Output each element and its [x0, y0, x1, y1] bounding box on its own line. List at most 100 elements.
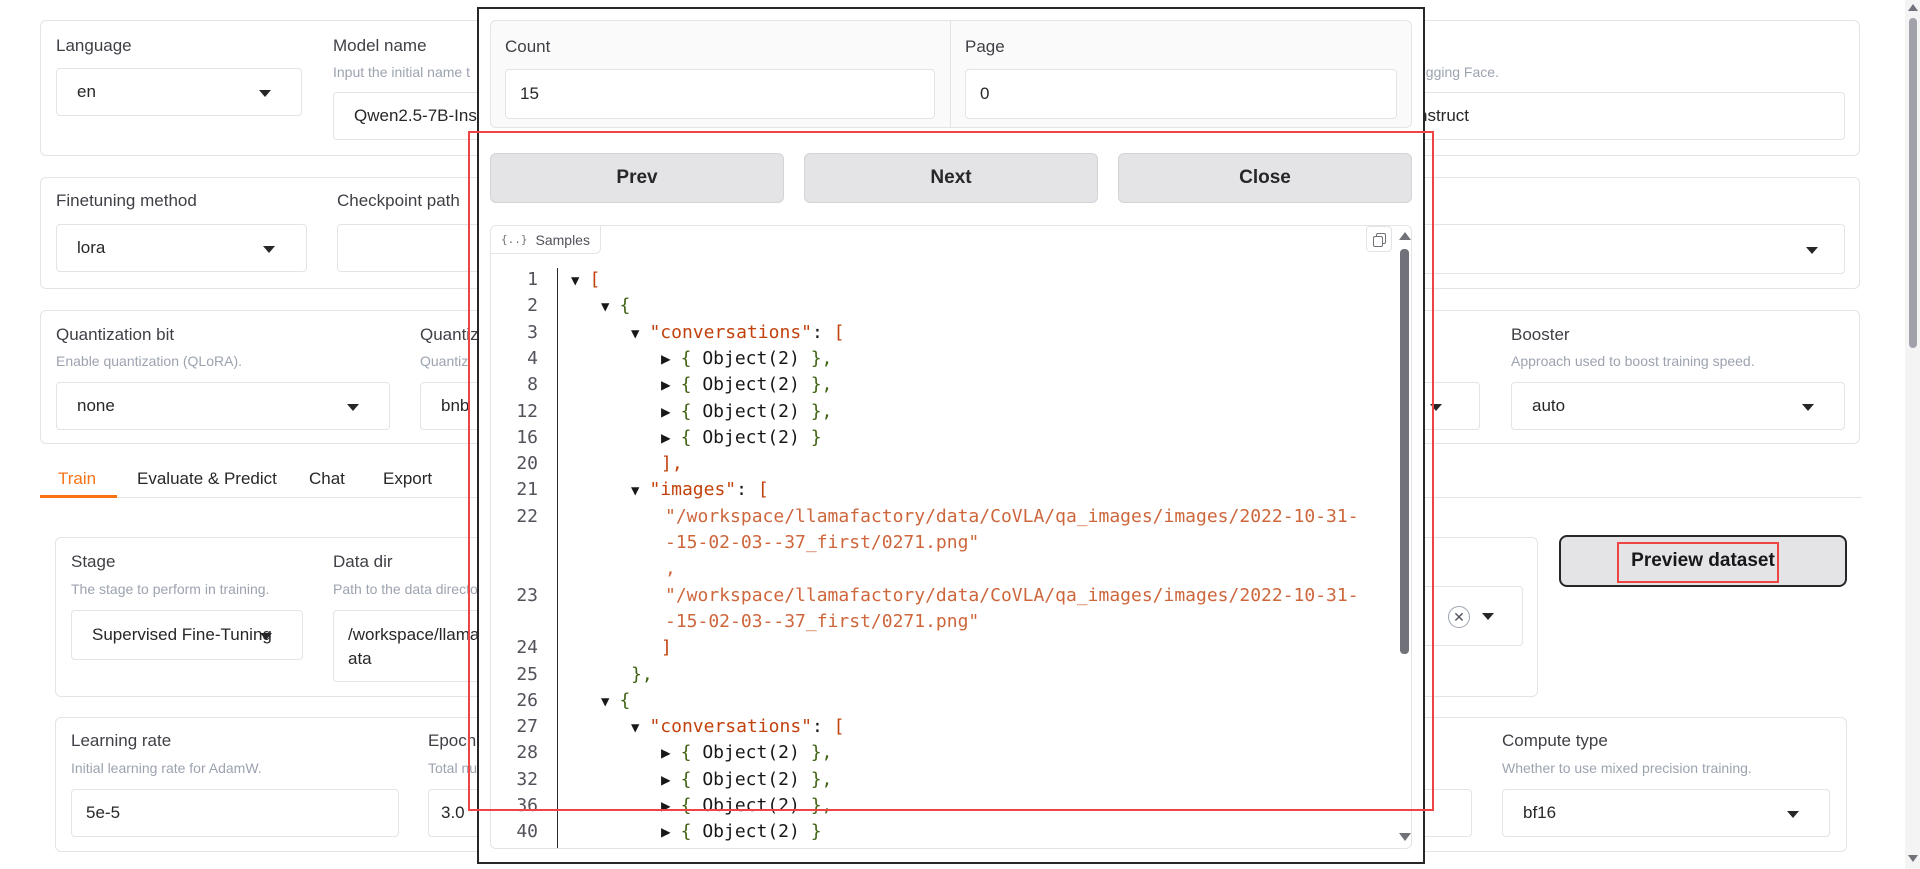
- count-input[interactable]: 15: [505, 69, 935, 119]
- copy-icon[interactable]: [1366, 226, 1392, 252]
- json-scrollbar[interactable]: [1396, 226, 1411, 848]
- quant-method-info: Quantiz: [420, 353, 469, 369]
- tab-train-underline: [40, 495, 117, 498]
- expand-toggle-icon[interactable]: ▶: [661, 822, 671, 842]
- page-input[interactable]: 0: [965, 69, 1397, 119]
- json-token: Object(2): [702, 426, 800, 448]
- line-number: 4: [527, 347, 538, 369]
- json-token: },: [799, 400, 833, 422]
- tab-evaluate-predict[interactable]: Evaluate & Predict: [137, 469, 277, 488]
- language-select[interactable]: en: [56, 68, 302, 116]
- json-token: {: [680, 426, 703, 448]
- count-label: Count: [505, 37, 551, 56]
- epochs-label: Epoch: [428, 731, 477, 750]
- stage-value: Supervised Fine-Tuning: [92, 625, 272, 644]
- line-content: ▼"conversations": [: [631, 320, 845, 347]
- chevron-down-icon: [259, 90, 271, 97]
- json-token: {: [619, 689, 631, 711]
- scroll-up-icon[interactable]: [1399, 232, 1411, 240]
- json-token: }: [799, 821, 822, 843]
- page-scrollbar-thumb[interactable]: [1909, 18, 1917, 348]
- tab-train[interactable]: Train: [58, 469, 97, 488]
- collapse-toggle-icon[interactable]: ▼: [631, 483, 640, 500]
- close-button[interactable]: Close: [1118, 153, 1412, 203]
- checkpoint-select[interactable]: [337, 224, 487, 272]
- page-scrollbar[interactable]: [1905, 0, 1920, 869]
- scroll-up-icon[interactable]: [1908, 4, 1918, 11]
- line-content: ],: [661, 451, 683, 477]
- scroll-down-icon[interactable]: [1399, 833, 1411, 841]
- json-line: 25},: [491, 662, 1391, 688]
- line-number: 12: [516, 400, 538, 422]
- json-icon: {..}: [501, 233, 528, 246]
- line-number: 2: [527, 295, 538, 317]
- epochs-info: Total nu: [428, 760, 478, 776]
- expand-toggle-icon[interactable]: ▶: [661, 796, 671, 815]
- stage-label: Stage: [71, 552, 116, 571]
- scroll-down-icon[interactable]: [1908, 855, 1918, 862]
- next-button[interactable]: Next: [804, 153, 1098, 203]
- json-token: {: [680, 742, 703, 764]
- line-number: 27: [516, 716, 538, 738]
- quant-bit-info: Enable quantization (QLoRA).: [56, 353, 242, 369]
- finetuning-select[interactable]: lora: [56, 224, 307, 272]
- expand-toggle-icon[interactable]: ▶: [661, 401, 671, 421]
- line-content: ▶{ Object(2) },: [661, 346, 832, 372]
- clear-icon[interactable]: ✕: [1448, 606, 1470, 628]
- json-line: ,: [491, 556, 1391, 582]
- json-line: 27▼"conversations": [: [491, 714, 1391, 740]
- prev-button[interactable]: Prev: [490, 153, 784, 203]
- expand-toggle-icon[interactable]: ▶: [661, 348, 671, 368]
- json-line: 24]: [491, 635, 1391, 661]
- json-line: 4 ▶{ Object(2) },: [491, 346, 1391, 372]
- json-token: Object(2): [702, 742, 800, 764]
- json-string: "/workspace/llamafactory/data/CoVLA/qa_i…: [665, 505, 1359, 527]
- json-line: 16▶{ Object(2) }: [491, 425, 1391, 451]
- adapter-select[interactable]: [1405, 224, 1845, 274]
- expand-toggle-icon[interactable]: ▶: [661, 375, 671, 395]
- chevron-down-icon: [347, 404, 359, 411]
- collapse-toggle-icon[interactable]: ▼: [601, 299, 610, 316]
- data-dir-input[interactable]: /workspace/llama ata: [333, 610, 483, 682]
- json-scrollbar-thumb[interactable]: [1400, 249, 1409, 654]
- model-path-input[interactable]: nstruct: [1405, 92, 1845, 140]
- json-token: Object(2): [702, 374, 800, 396]
- json-line: 22"/workspace/llamafactory/data/CoVLA/qa…: [491, 504, 1391, 530]
- line-content: "/workspace/llamafactory/data/CoVLA/qa_i…: [665, 583, 1359, 609]
- compute-select[interactable]: bf16: [1502, 789, 1830, 837]
- expand-toggle-icon[interactable]: ▶: [661, 427, 671, 447]
- line-content: ▼"images": [: [631, 477, 769, 504]
- model-name-input[interactable]: Qwen2.5-7B-Instr: [333, 92, 483, 140]
- lr-value: 5e-5: [86, 803, 121, 822]
- stage-select[interactable]: Supervised Fine-Tuning: [71, 610, 303, 660]
- collapse-toggle-icon[interactable]: ▼: [601, 693, 610, 710]
- json-line: 8▶{ Object(2) },: [491, 372, 1391, 398]
- tab-export[interactable]: Export: [383, 469, 433, 488]
- booster-label: Booster: [1511, 325, 1570, 344]
- expand-toggle-icon[interactable]: ▶: [661, 769, 671, 789]
- json-line: 2▼{: [491, 293, 1391, 319]
- collapse-toggle-icon[interactable]: ▼: [631, 325, 640, 342]
- line-content: ▶{ Object(2) },: [661, 767, 832, 793]
- json-token: {: [680, 768, 703, 790]
- collapse-toggle-icon[interactable]: ▼: [571, 273, 580, 289]
- quant-bit-select[interactable]: none: [56, 382, 390, 430]
- line-number: 32: [516, 768, 538, 790]
- json-key: "conversations": [649, 321, 812, 343]
- json-string: ,: [665, 558, 676, 580]
- collapse-toggle-icon[interactable]: ▼: [631, 720, 640, 737]
- dataset-select[interactable]: ✕: [1420, 586, 1523, 646]
- epochs-value: 3.0: [441, 803, 465, 822]
- json-token: },: [799, 374, 833, 396]
- expand-toggle-icon[interactable]: ▶: [661, 743, 671, 763]
- chevron-down-icon: [1482, 613, 1494, 620]
- json-line: 3▼"conversations": [: [491, 320, 1391, 346]
- lr-input[interactable]: 5e-5: [71, 789, 399, 837]
- json-line: 28▶{ Object(2) },: [491, 740, 1391, 766]
- booster-select[interactable]: auto: [1511, 382, 1845, 430]
- samples-json-viewer[interactable]: {..} Samples 1▼[2▼{3▼"conversations": [4…: [490, 225, 1412, 849]
- compute-value: bf16: [1523, 803, 1557, 822]
- tab-chat[interactable]: Chat: [309, 469, 345, 488]
- json-token: },: [799, 742, 833, 764]
- json-token: },: [799, 768, 833, 790]
